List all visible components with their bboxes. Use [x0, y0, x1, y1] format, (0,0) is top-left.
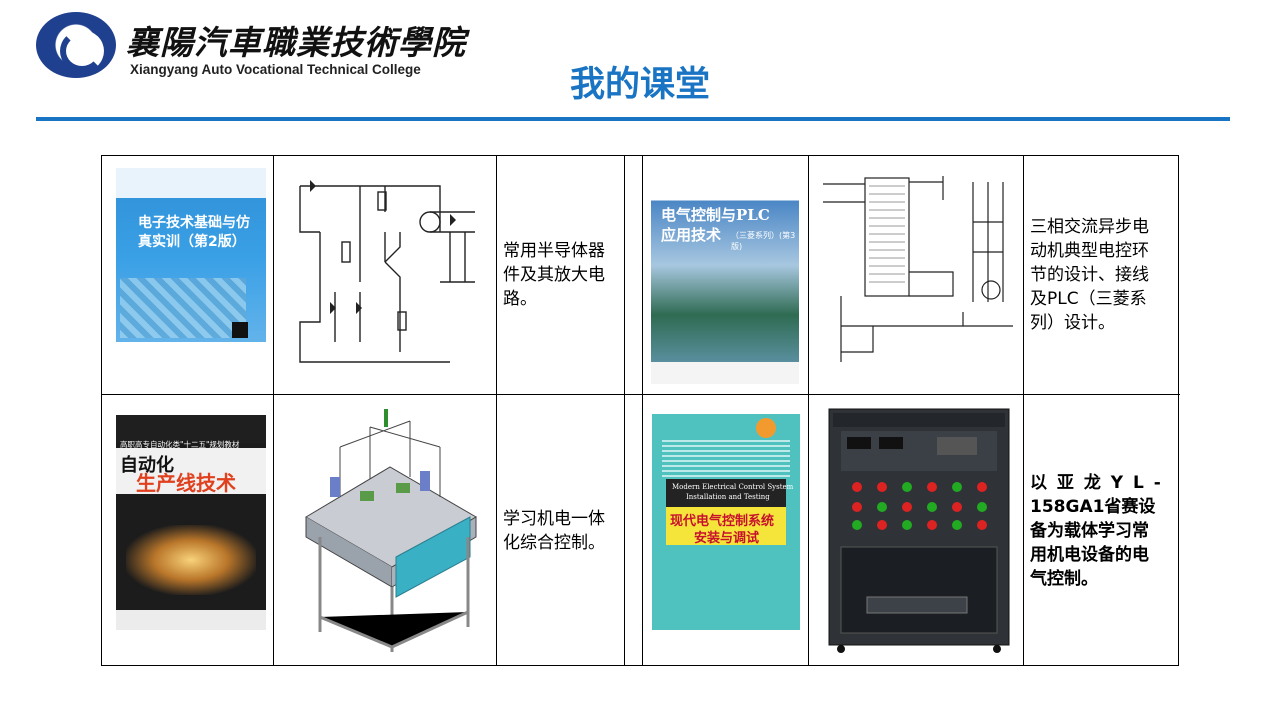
book-cover-subtitle: （三菱系列）(第3版): [731, 231, 796, 251]
description-line: 气控制。: [1030, 568, 1098, 589]
description-line: 三相交流异步电: [1030, 217, 1149, 237]
control-cabinet-image: [827, 407, 1011, 653]
logo-chinese-name: 襄陽汽車職業技術學院: [126, 23, 466, 62]
cell-plc-wiring: [809, 156, 1024, 395]
book-cover-electronics: 电子技术基础与仿真实训（第2版）: [116, 168, 266, 368]
book-cover-title-line2: 生产线技术: [136, 471, 236, 495]
book-cover-tag: 高职高专自动化类"十二五"规划教材: [120, 440, 240, 449]
publisher-badge-icon: [756, 418, 776, 438]
description-line: 动机典型电控环: [1030, 241, 1149, 261]
book-cover-plc: 电气控制与PLC 应用技术 （三菱系列）(第3版): [651, 168, 799, 384]
description-line: 及PLC（三菱系: [1030, 289, 1147, 309]
cell-spacer: [625, 395, 643, 666]
description-line: 节的设计、接线: [1030, 265, 1149, 285]
cell-description-motor: 三相交流异步电 动机典型电控环 节的设计、接线 及PLC（三菱系 列）设计。: [1024, 156, 1180, 395]
description-text-yalong: 以 亚 龙 Y L - 158GA1省赛设 备为载体学习常 用机电设备的电 气控…: [1030, 471, 1163, 591]
cell-circuit-diagram: [274, 156, 497, 395]
title-divider: [36, 117, 1230, 121]
description-line: 列）设计。: [1030, 313, 1115, 333]
cell-book-automation: 高职高专自动化类"十二五"规划教材 自动化 生产线技术: [102, 395, 274, 666]
amplifier-circuit-image: [290, 172, 486, 370]
plc-wiring-diagram-image: [813, 172, 1019, 378]
logo-english-name: Xiangyang Auto Vocational Technical Coll…: [130, 62, 421, 77]
mechatronics-station-image: [300, 407, 478, 657]
college-logo: 襄陽汽車職業技術學院 Xiangyang Auto Vocational Tec…: [36, 12, 466, 82]
cell-mechatronics-model: [274, 395, 497, 666]
cell-description-yalong: 以 亚 龙 Y L - 158GA1省赛设 备为载体学习常 用机电设备的电 气控…: [1024, 395, 1180, 666]
description-line: 以 亚 龙 Y L -: [1030, 472, 1163, 493]
cell-description-mechatronics: 学习机电一体化综合控制。: [497, 395, 625, 666]
book-cover-title-line1: 电气控制与PLC: [661, 206, 770, 224]
cell-description-semiconductor: 常用半导体器件及其放大电路。: [497, 156, 625, 395]
description-line: 用机电设备的电: [1030, 544, 1149, 565]
description-line: 158GA1省赛设: [1030, 496, 1156, 517]
book-cover-title: 电子技术基础与仿真实训（第2版）: [138, 215, 250, 250]
cell-book-plc: 电气控制与PLC 应用技术 （三菱系列）(第3版): [643, 156, 809, 395]
book-cover-title-line1: 现代电气控制系统: [670, 514, 775, 529]
cell-control-cabinet: [809, 395, 1024, 666]
course-table: 电子技术基础与仿真实训（第2版）: [101, 155, 1180, 666]
book-cover-automation: 高职高专自动化类"十二五"规划教材 自动化 生产线技术: [116, 415, 266, 630]
description-text: 学习机电一体化综合控制。: [503, 508, 605, 553]
cell-spacer: [625, 156, 643, 395]
description-text-motor: 三相交流异步电 动机典型电控环 节的设计、接线 及PLC（三菱系 列）设计。: [1030, 215, 1149, 335]
book-cover-title-line2: 安装与调试: [694, 531, 760, 546]
description-text: 常用半导体器件及其放大电路。: [503, 241, 605, 309]
cell-book-electrical-control: Modern Electrical Control System Install…: [643, 395, 809, 666]
page-title: 我的课堂: [569, 65, 710, 105]
description-line: 备为载体学习常: [1030, 520, 1149, 541]
cover-english-title-line2: Installation and Testing: [686, 493, 770, 501]
college-seal-icon: [36, 12, 116, 78]
book-cover-title-line2: 应用技术: [661, 226, 722, 244]
cell-book-electronics: 电子技术基础与仿真实训（第2版）: [102, 156, 274, 395]
book-cover-electrical-control: Modern Electrical Control System Install…: [652, 414, 800, 630]
cover-english-title-line1: Modern Electrical Control System: [672, 483, 794, 491]
book-cover-title-line1: 自动化: [120, 455, 174, 476]
